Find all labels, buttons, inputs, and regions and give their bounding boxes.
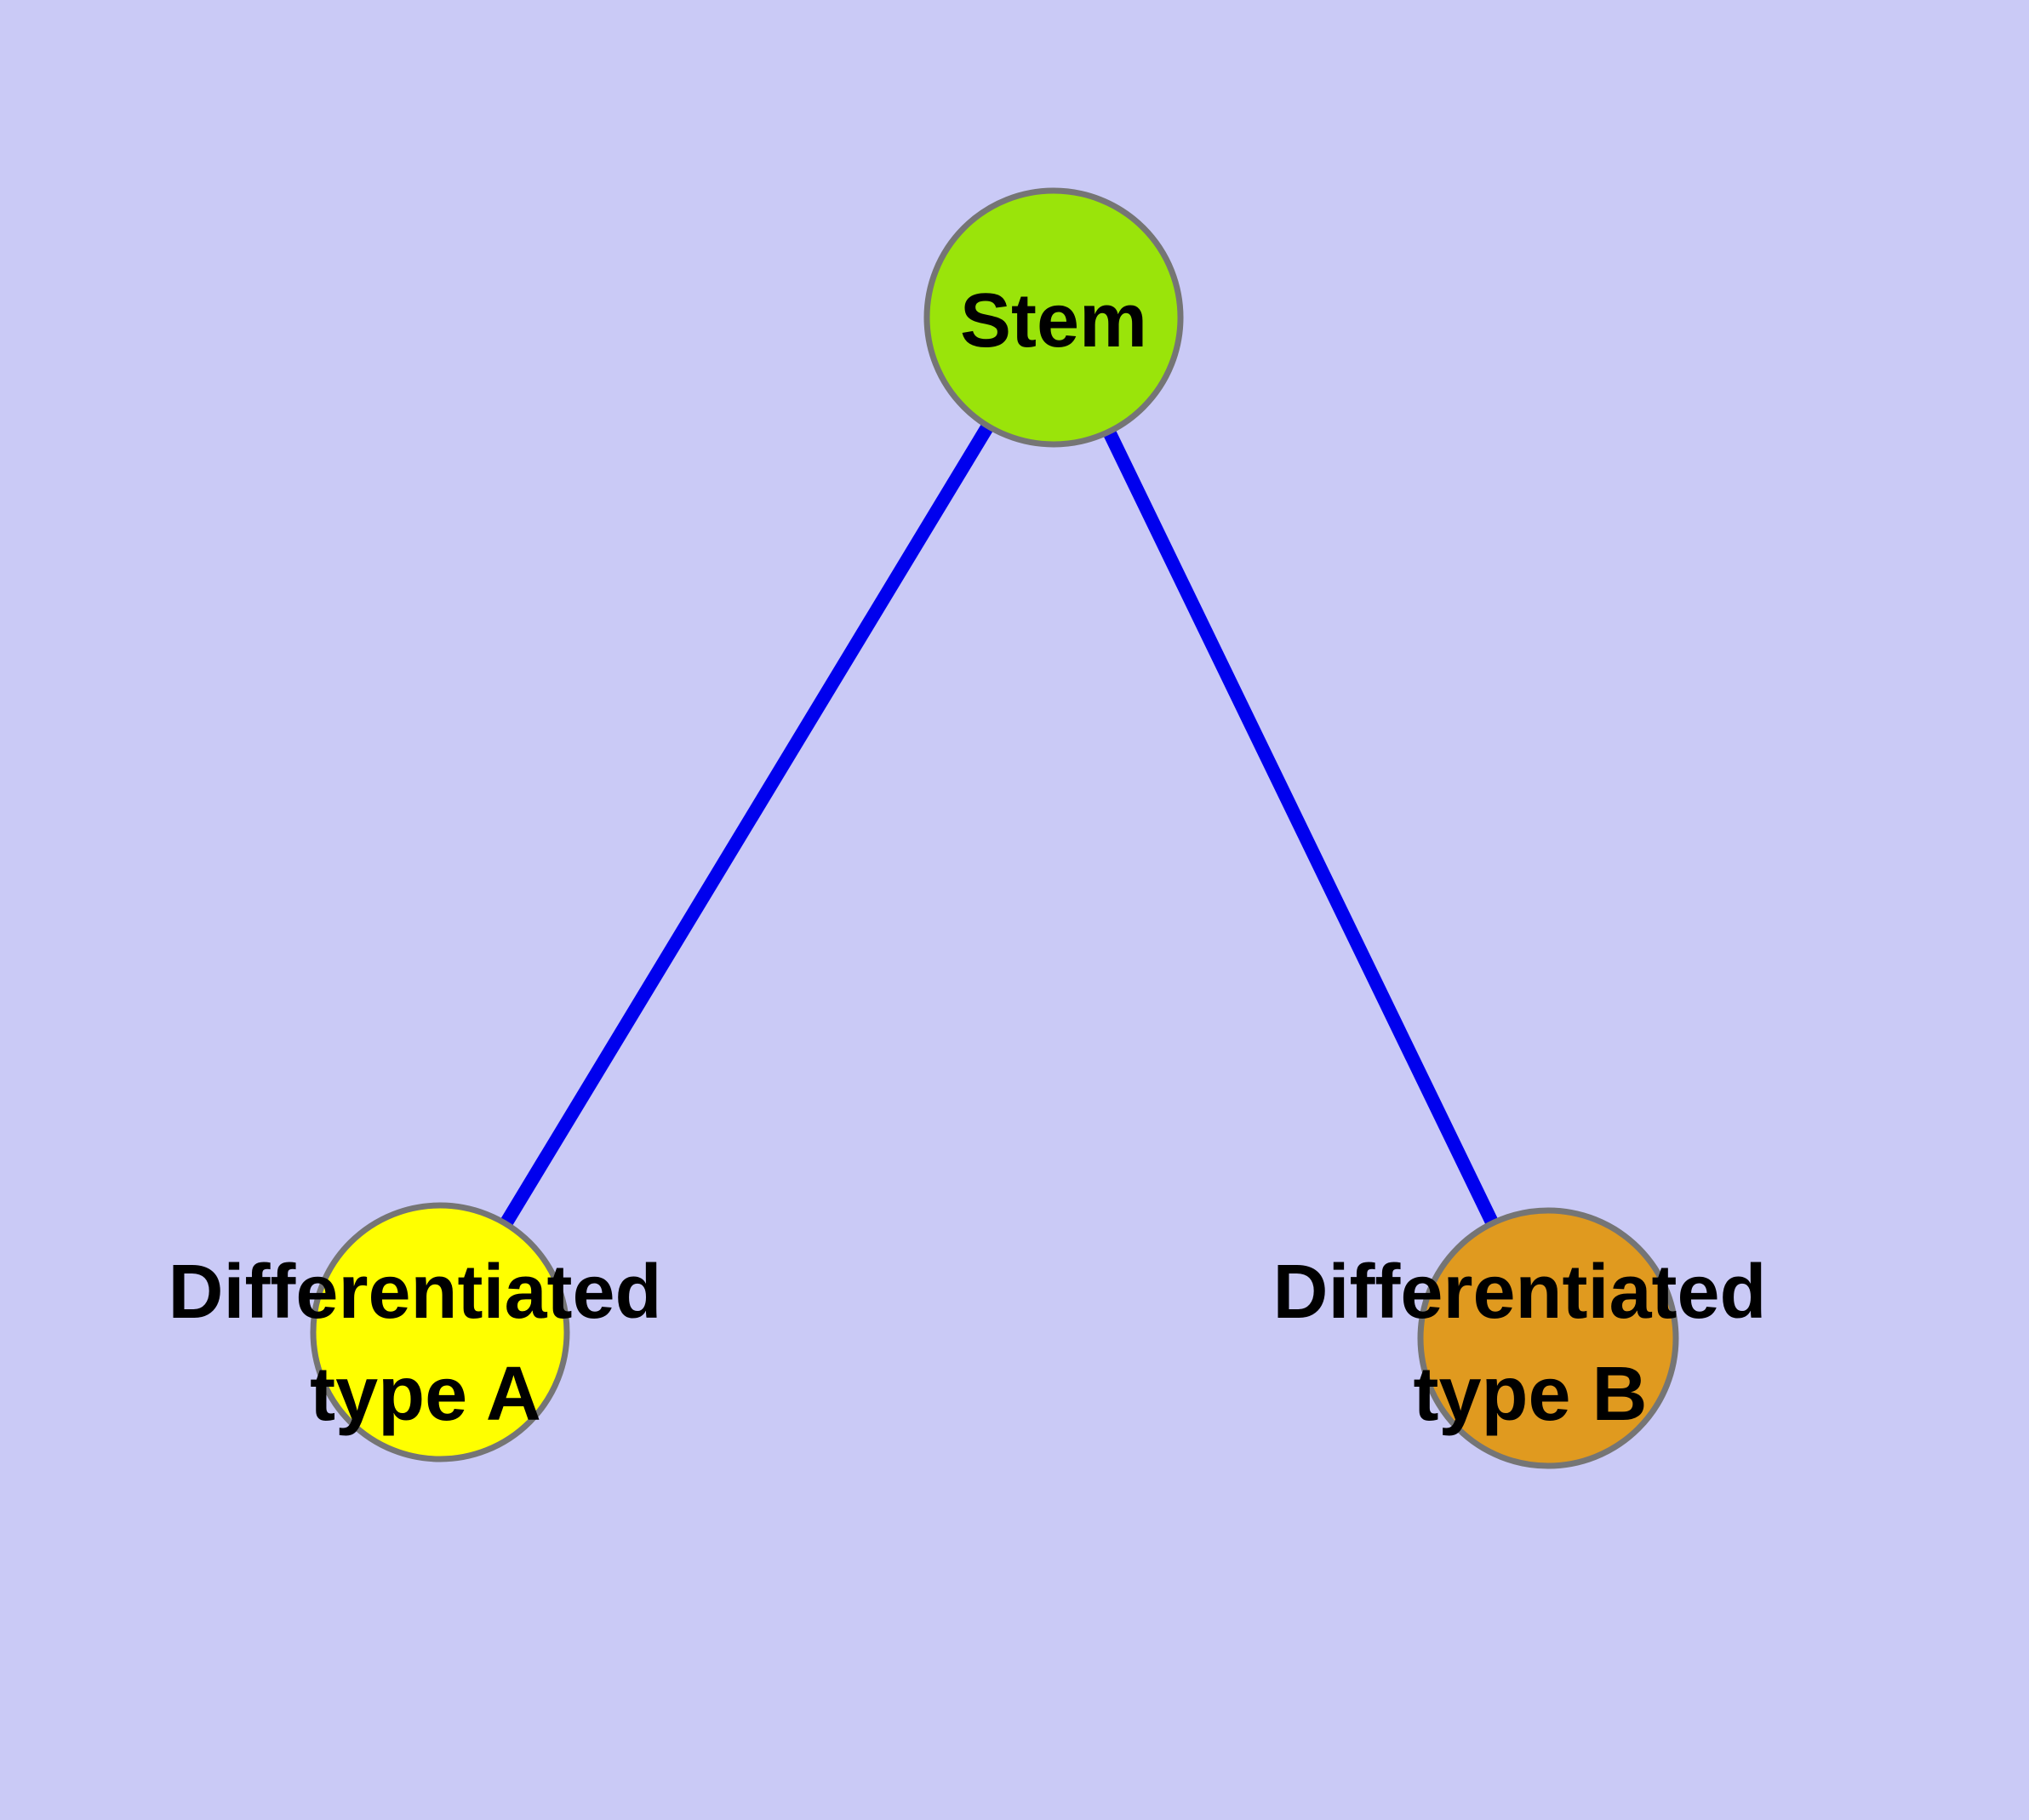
label-line: Stem (960, 278, 1147, 363)
edge-stem-to-diff-a (434, 313, 1060, 1336)
label-line: Differentiated (1272, 1250, 1766, 1335)
node-diff-b-circle (1417, 1207, 1679, 1469)
edge-stem-to-diff-b (1047, 314, 1555, 1342)
node-diff-a-label: Differentiated type A (168, 1250, 683, 1437)
label-line: type A (310, 1352, 541, 1437)
node-stem-circle (923, 187, 1184, 448)
label-line: type B (1413, 1352, 1647, 1437)
node-diff-a-circle (310, 1202, 570, 1462)
label-line: Differentiated (168, 1250, 661, 1335)
node-stem-label: Stem (960, 278, 1147, 363)
node-diff-b-label: Differentiated type B (1272, 1250, 1787, 1437)
